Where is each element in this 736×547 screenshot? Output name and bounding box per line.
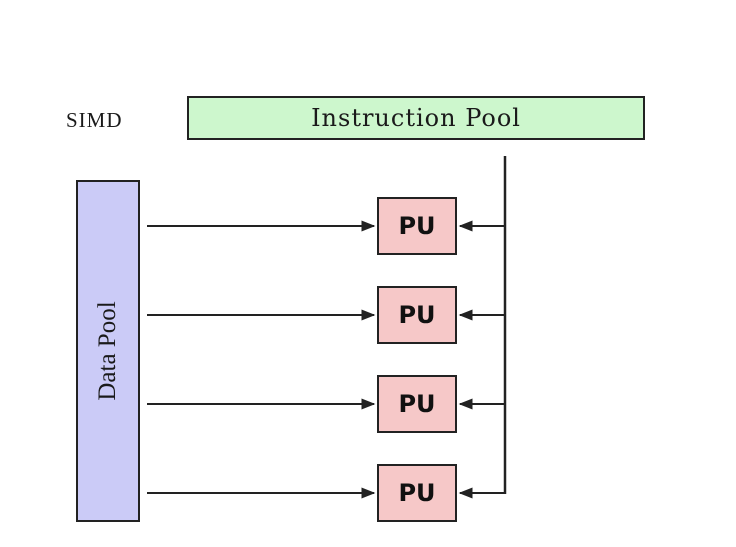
- processing-unit-label: PU: [398, 390, 436, 418]
- processing-unit-1: PU: [377, 197, 457, 255]
- processing-unit-label: PU: [398, 301, 436, 329]
- processing-unit-3: PU: [377, 375, 457, 433]
- processing-unit-label: PU: [398, 479, 436, 507]
- processing-unit-2: PU: [377, 286, 457, 344]
- processing-unit-label: PU: [398, 212, 436, 240]
- simd-label: SIMD: [66, 108, 123, 132]
- processing-unit-4: PU: [377, 464, 457, 522]
- instruction-pool-box: Instruction Pool: [187, 96, 645, 140]
- instruction-pool-label: Instruction Pool: [311, 104, 521, 132]
- data-pool-box: [76, 180, 140, 522]
